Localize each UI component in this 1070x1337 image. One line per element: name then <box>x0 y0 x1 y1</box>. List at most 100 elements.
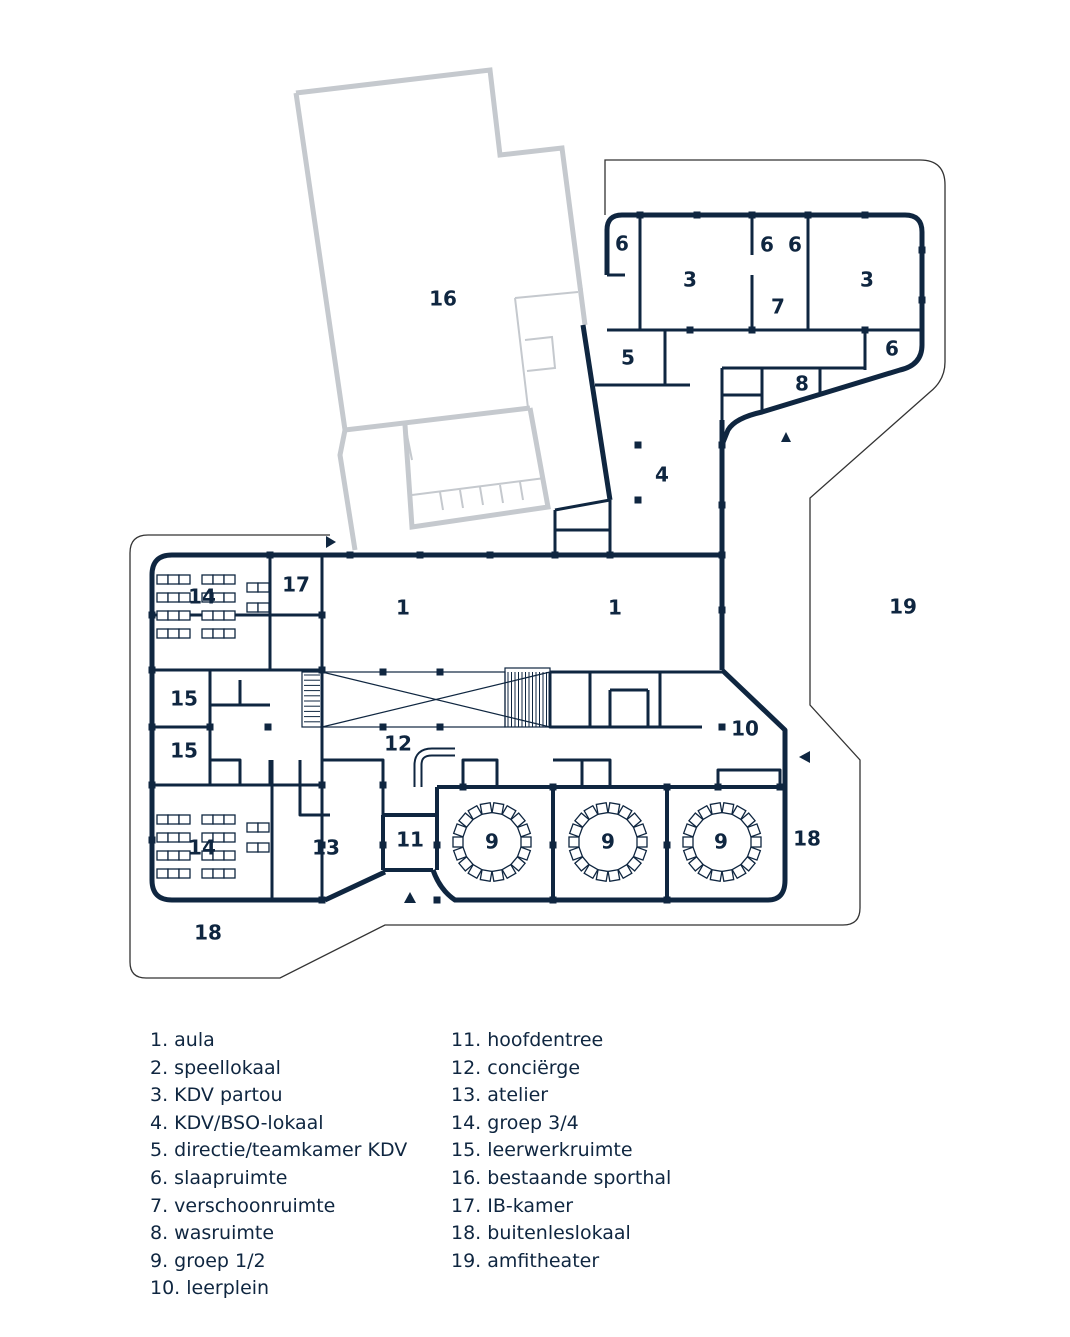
column <box>486 551 494 559</box>
chair <box>583 804 599 821</box>
legend-item: 15. leerwerkruimte <box>451 1139 633 1162</box>
existing-sporthal <box>293 67 588 551</box>
chair <box>467 863 483 880</box>
room-label: 9 <box>485 830 499 854</box>
column <box>264 723 272 731</box>
legend-item: 6. slaapruimte <box>150 1166 288 1189</box>
chair <box>583 863 599 880</box>
column <box>379 723 387 731</box>
desk <box>156 610 169 621</box>
column <box>148 836 156 844</box>
desk <box>223 592 236 603</box>
desk <box>212 868 225 879</box>
desk <box>257 822 270 833</box>
column <box>379 781 387 789</box>
chair <box>617 804 633 821</box>
column <box>148 611 156 619</box>
column <box>459 783 467 791</box>
entrance-arrow-icon <box>781 432 791 442</box>
chair <box>573 812 590 829</box>
chair <box>636 836 648 848</box>
desk <box>223 628 236 639</box>
chair <box>501 804 517 821</box>
desk <box>156 814 169 825</box>
column <box>318 611 326 619</box>
chair <box>721 801 735 816</box>
room-label: 8 <box>795 372 809 396</box>
chair <box>457 812 474 829</box>
chair <box>595 801 609 816</box>
legend-item: 11. hoofdentree <box>451 1029 604 1051</box>
chair <box>617 863 633 880</box>
desk <box>156 574 169 585</box>
room-label: 1 <box>396 596 410 620</box>
room-label: 4 <box>655 463 669 487</box>
room-label: 14 <box>188 585 216 609</box>
desk <box>201 628 214 639</box>
room-label: 1 <box>608 596 622 620</box>
desk <box>178 832 191 843</box>
desk <box>167 592 180 603</box>
desk <box>201 574 214 585</box>
floor-plan: 16 6 6 6 3 3 7 5 6 8 4 1 1 19 14 17 15 1… <box>129 67 946 979</box>
chair <box>687 812 704 829</box>
column <box>804 211 812 219</box>
desk <box>212 574 225 585</box>
column <box>148 781 156 789</box>
room-label: 16 <box>429 287 457 311</box>
room-label: 9 <box>601 830 615 854</box>
legend-item: 3. KDV partou <box>150 1084 283 1107</box>
site-boundary <box>129 159 946 979</box>
walls <box>149 212 925 903</box>
desk <box>178 868 191 879</box>
chair <box>479 868 493 883</box>
room-label: 10 <box>731 717 759 741</box>
legend-item: 7. verschoonruimte <box>150 1194 336 1217</box>
column <box>718 723 726 731</box>
chair-circles <box>452 801 762 883</box>
column <box>663 896 671 904</box>
room-label: 15 <box>170 739 198 763</box>
chair <box>491 868 505 883</box>
legend-item: 16. bestaande sporthal <box>451 1166 672 1189</box>
desk <box>178 592 191 603</box>
column <box>266 551 274 559</box>
column <box>318 666 326 674</box>
chair <box>452 846 468 861</box>
desk <box>212 628 225 639</box>
desk <box>178 814 191 825</box>
room-label: 6 <box>615 232 629 256</box>
column <box>379 668 387 676</box>
desk <box>257 602 270 613</box>
room-label: 3 <box>860 268 874 292</box>
column <box>718 606 726 614</box>
desk <box>156 868 169 879</box>
column <box>379 841 387 849</box>
chair <box>731 804 747 821</box>
column <box>206 723 214 731</box>
entrance-arrow-icon <box>326 536 336 548</box>
column <box>549 896 557 904</box>
stairs <box>304 672 547 727</box>
column <box>861 211 869 219</box>
chair <box>740 855 757 872</box>
chair <box>516 823 532 838</box>
desk <box>246 582 259 593</box>
column <box>606 551 614 559</box>
legend-item: 14. groep 3/4 <box>451 1111 579 1134</box>
chair <box>697 863 713 880</box>
desk <box>156 832 169 843</box>
room-label: 3 <box>683 268 697 292</box>
chair <box>568 846 584 861</box>
column <box>551 551 559 559</box>
chair <box>750 836 762 848</box>
desk <box>212 814 225 825</box>
column <box>693 211 701 219</box>
column <box>148 723 156 731</box>
column <box>634 496 642 504</box>
chair <box>595 868 609 883</box>
column <box>346 551 354 559</box>
desk <box>246 822 259 833</box>
room-labels: 16 6 6 6 3 3 7 5 6 8 4 1 1 19 14 17 15 1… <box>170 232 917 945</box>
room-label: 14 <box>188 836 216 860</box>
